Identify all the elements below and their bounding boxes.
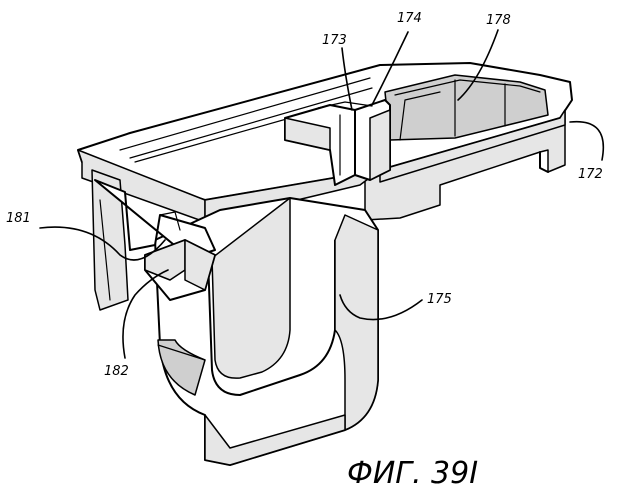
figure-caption: ФИГ. 39I xyxy=(347,456,478,491)
leader-172 xyxy=(570,122,603,160)
label-182: 182 xyxy=(104,364,129,379)
label-175: 175 xyxy=(427,292,452,307)
label-174: 174 xyxy=(397,11,422,26)
label-181: 181 xyxy=(6,211,31,226)
label-178: 178 xyxy=(486,13,511,28)
label-172: 172 xyxy=(578,167,603,182)
label-173: 173 xyxy=(322,33,347,48)
